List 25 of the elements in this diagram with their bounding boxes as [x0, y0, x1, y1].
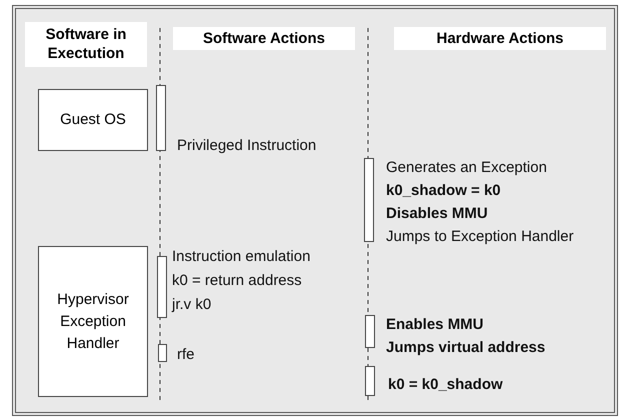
activation-bar: [364, 158, 374, 242]
action-text: k0_shadow = k0: [386, 182, 501, 199]
box-label: Guest OS: [60, 110, 126, 130]
action-text: Jumps virtual address: [386, 339, 546, 356]
action-text: k0 = k0_shadow: [388, 376, 503, 393]
column-heading: Software in Exectution: [25, 22, 147, 67]
action-text: k0 = return address: [172, 272, 302, 289]
activation-bar: [365, 366, 375, 396]
action-text: Jumps to Exception Handler: [386, 228, 574, 245]
action-text: Disables MMU: [386, 205, 488, 222]
activation-bar: [156, 85, 166, 151]
action-text: Enables MMU: [386, 316, 484, 333]
action-text: Generates an Exception: [386, 159, 547, 176]
activation-bar: [157, 256, 167, 318]
action-text: Privileged Instruction: [177, 137, 316, 154]
process-box: [38, 246, 148, 397]
action-text: rfe: [177, 346, 195, 363]
column-heading: Hardware Actions: [394, 27, 606, 50]
activation-bar: [365, 315, 375, 348]
action-text: jr.v k0: [172, 296, 212, 313]
box-label: Hypervisor Exception Handler: [56, 290, 130, 354]
process-box: [38, 89, 148, 151]
action-text: Instruction emulation: [172, 248, 310, 265]
activation-bar: [158, 344, 167, 362]
column-heading: Software Actions: [173, 27, 355, 50]
